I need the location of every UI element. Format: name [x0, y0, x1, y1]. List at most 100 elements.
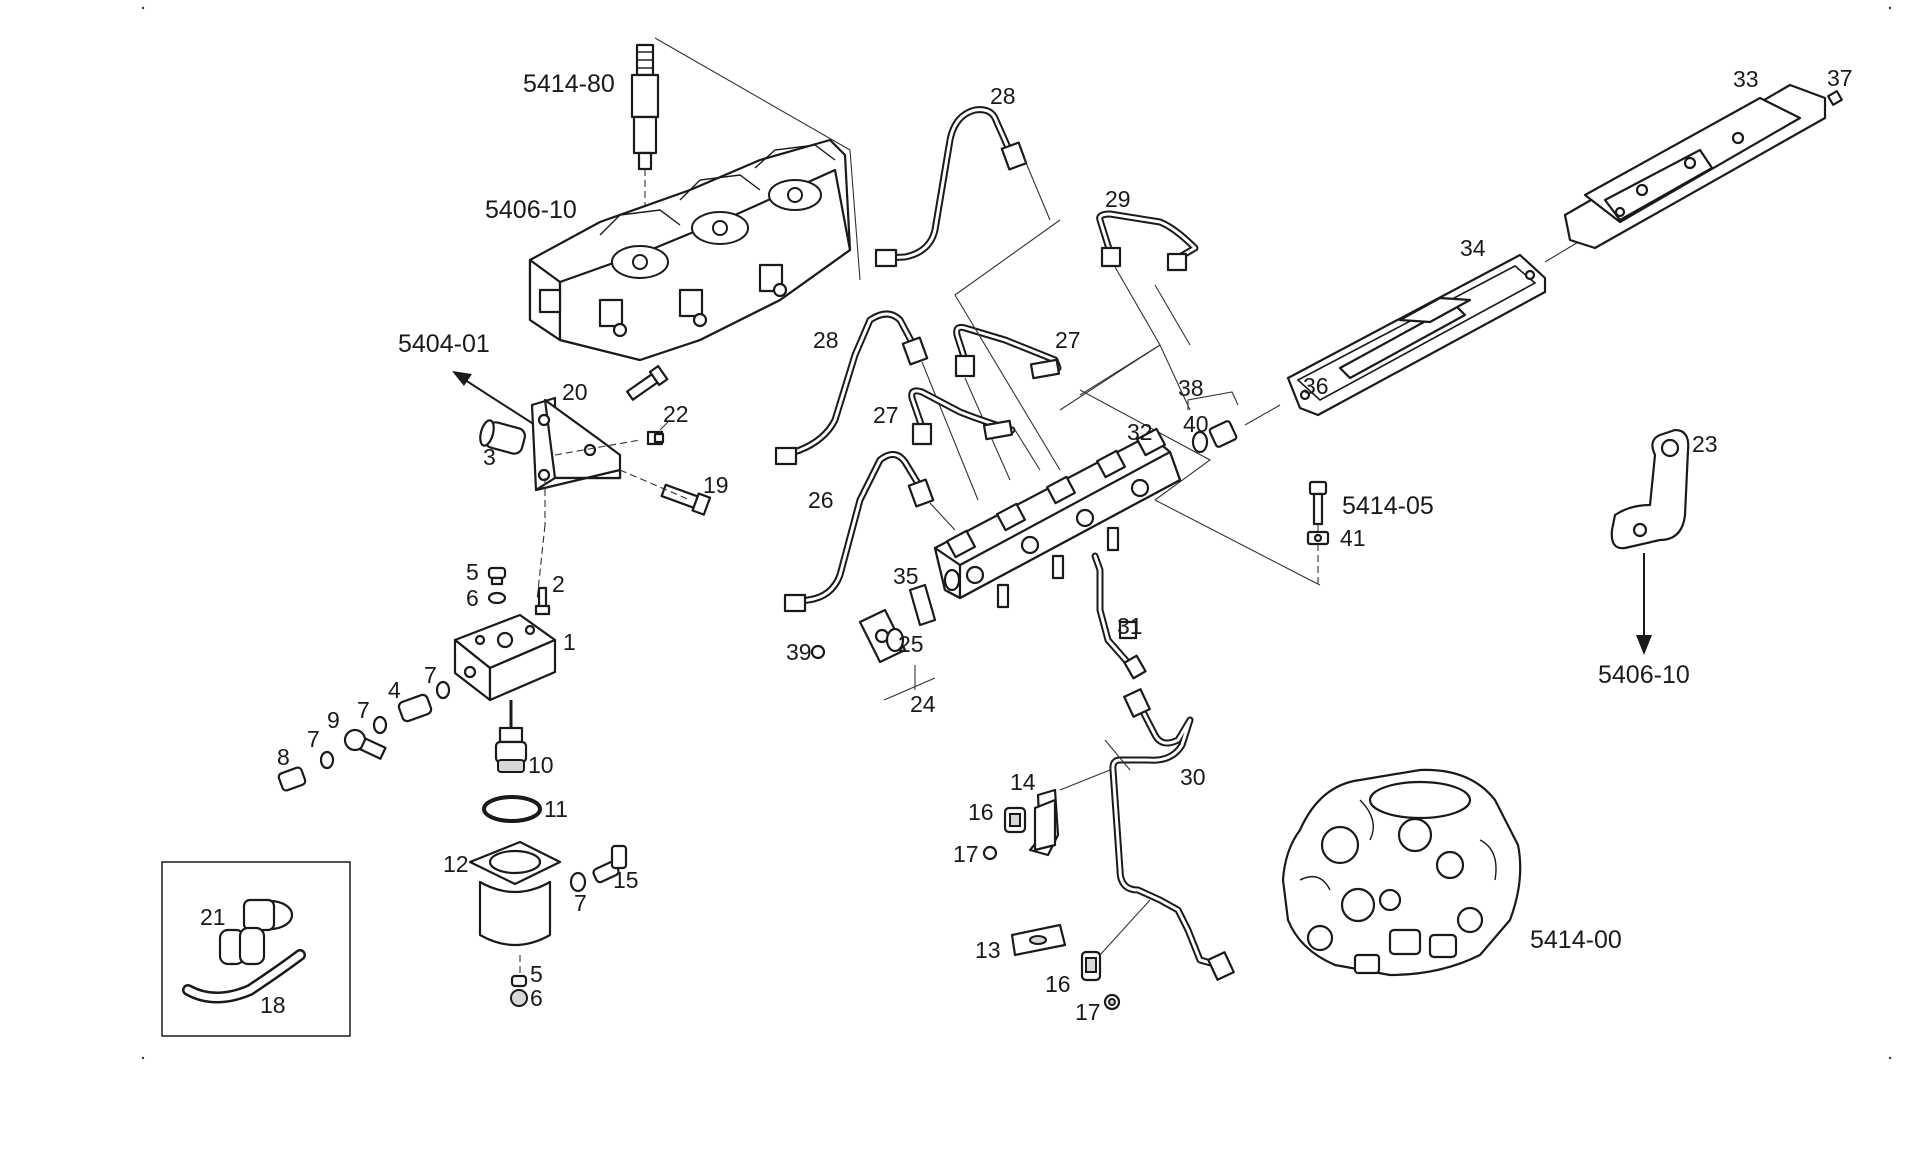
cylinder-head-part — [528, 138, 852, 362]
label-5406-10-head: 5406-10 — [485, 196, 577, 224]
bolt-part-19 — [660, 483, 712, 516]
o-ring-part-11 — [482, 795, 542, 823]
label-20: 20 — [562, 379, 588, 405]
bracket-part-20 — [530, 396, 622, 492]
label-5414-05: 5414-05 — [1342, 492, 1434, 520]
pipe-part-27-upper — [953, 323, 1062, 481]
label-5-top: 5 — [466, 559, 479, 585]
gasket-part-35 — [908, 583, 937, 627]
label-7d: 7 — [574, 890, 587, 916]
label-34: 34 — [1460, 235, 1486, 261]
corner-marks — [141, 6, 1892, 1060]
washer-part-41 — [1306, 530, 1330, 546]
label-24: 24 — [910, 691, 936, 717]
label-5406-10-arrow: 5406-10 — [1598, 661, 1690, 689]
label-31: 31 — [1117, 613, 1143, 639]
label-21: 21 — [200, 904, 226, 930]
label-40: 40 — [1183, 411, 1209, 437]
label-5414-80: 5414-80 — [523, 70, 615, 98]
head-bolt — [626, 365, 669, 401]
label-10: 10 — [528, 752, 554, 778]
label-7c: 7 — [307, 726, 320, 752]
spacer-part-3 — [479, 419, 527, 455]
hose-part-18 — [182, 949, 306, 1004]
pipe-part-26 — [783, 451, 956, 613]
label-2: 2 — [552, 571, 565, 597]
injector-part — [630, 43, 660, 212]
bolt-part-5414-05 — [1308, 480, 1328, 526]
label-5-bottom: 5 — [530, 961, 543, 987]
label-3: 3 — [483, 444, 496, 470]
label-16-upper: 16 — [968, 799, 994, 825]
screw-part-17-upper — [982, 845, 998, 861]
plug-part-5-bottom — [510, 974, 528, 988]
seal-ring-7a — [435, 680, 451, 700]
label-29: 29 — [1105, 186, 1131, 212]
injection-pipes-group: 28 29 28 27 — [774, 83, 1235, 1025]
screw-part-2 — [534, 586, 551, 616]
pipe-part-28-second — [774, 310, 979, 501]
bracket-part-13 — [1010, 923, 1067, 957]
arrow-5404-01 — [452, 371, 536, 426]
adapter-part-21 — [218, 898, 294, 966]
union-part-4 — [397, 693, 433, 723]
bracket-part-23 — [1610, 428, 1690, 550]
washer-part-6-bottom — [510, 989, 528, 1007]
screw-part-39 — [810, 644, 826, 660]
bolt-5414-05-group: 5414-05 41 — [1306, 480, 1434, 585]
label-4: 4 — [388, 677, 401, 703]
filter-assembly-group: 5404-01 20 22 3 — [277, 330, 729, 1011]
hp-pump-part — [1281, 768, 1522, 977]
label-27-lower: 27 — [873, 402, 899, 428]
label-1: 1 — [563, 629, 576, 655]
label-15: 15 — [613, 867, 639, 893]
screw-part-17-lower — [1103, 993, 1121, 1011]
filter-bowl-part-12 — [468, 840, 562, 946]
label-39: 39 — [786, 639, 812, 665]
label-18: 18 — [260, 992, 286, 1018]
sensor-part-10 — [494, 700, 528, 773]
elbow-fitting-part-15 — [592, 844, 628, 884]
label-28-second: 28 — [813, 327, 839, 353]
plug-part-5-top — [487, 566, 507, 586]
label-17-upper: 17 — [953, 841, 979, 867]
label-9: 9 — [327, 707, 340, 733]
label-23: 23 — [1692, 431, 1718, 457]
label-32: 32 — [1127, 419, 1153, 445]
label-5404-01: 5404-01 — [398, 330, 490, 358]
label-5414-00: 5414-00 — [1530, 926, 1622, 954]
label-8: 8 — [277, 744, 290, 770]
screw-part-22 — [646, 430, 665, 446]
label-19: 19 — [703, 472, 729, 498]
washer-part-6-top — [487, 591, 507, 605]
banjo-bolt-part-8 — [277, 766, 307, 792]
valve-part-38 — [1208, 420, 1238, 448]
screw-part-37 — [1827, 90, 1843, 106]
clamp-part-16-upper — [1003, 806, 1027, 834]
label-22: 22 — [663, 401, 689, 427]
label-35: 35 — [893, 563, 919, 589]
label-33: 33 — [1733, 66, 1759, 92]
label-36: 36 — [1303, 373, 1329, 399]
bracket-23-group: 23 5406-10 — [1598, 428, 1718, 689]
label-12: 12 — [443, 851, 469, 877]
label-28-top: 28 — [990, 83, 1016, 109]
seal-ring-7d — [569, 871, 587, 893]
label-27-upper: 27 — [1055, 327, 1081, 353]
label-6-top: 6 — [466, 585, 479, 611]
label-25: 25 — [898, 631, 924, 657]
label-30: 30 — [1180, 764, 1206, 790]
assembly-lines — [954, 219, 1191, 471]
label-16-lower: 16 — [1045, 971, 1071, 997]
hp-pump-group: 5414-00 — [1281, 768, 1622, 977]
seal-part-40 — [1191, 430, 1209, 454]
filter-head-part-1 — [453, 613, 557, 702]
cylinder-head-group: 5414-80 5406-10 — [485, 37, 861, 401]
clamp-part-16-lower — [1080, 950, 1102, 982]
pipe-part-29 — [1096, 210, 1199, 346]
fuel-rail-part-32 — [933, 427, 1182, 609]
bracket-part-14 — [1028, 769, 1111, 857]
label-13: 13 — [975, 937, 1001, 963]
rocker-cover-group: 34 36 33 37 — [1286, 65, 1853, 417]
